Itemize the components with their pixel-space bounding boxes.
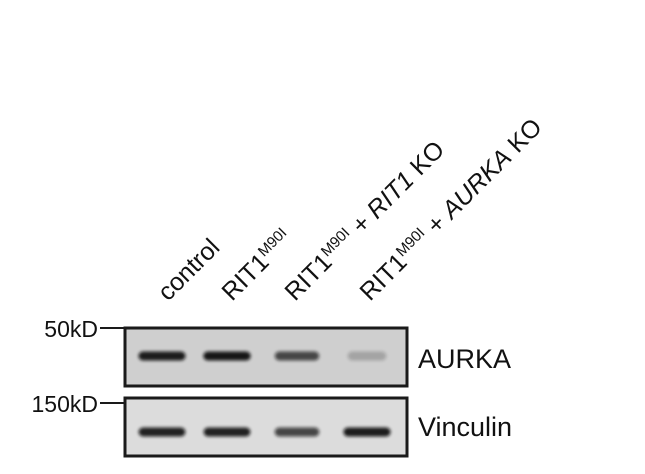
band-vinculin-lane-2 [203, 427, 251, 437]
band-group [138, 427, 391, 437]
band-aurka-lane-4 [347, 351, 387, 361]
band-aurka-lane-2 [203, 351, 251, 361]
band-vinculin-lane-4 [343, 427, 391, 437]
blot-vinculin: 150kD Vinculin [32, 391, 512, 458]
band-aurka-lane-3 [274, 351, 320, 361]
band-group [138, 351, 387, 361]
protein-label: AURKA [418, 344, 511, 374]
band-aurka-lane-1 [138, 351, 186, 361]
blot-membrane [123, 396, 409, 458]
protein-label: Vinculin [418, 412, 512, 442]
lane-labels: control RIT1M90I RIT1M90I + RIT1 KO RIT1… [152, 113, 547, 306]
lane-label-control: control [152, 233, 225, 306]
band-vinculin-lane-3 [274, 427, 320, 437]
marker-label: 50kD [44, 316, 98, 342]
blot-aurka: 50kD AURKA [44, 316, 511, 388]
marker-label: 150kD [32, 391, 98, 417]
band-vinculin-lane-1 [138, 427, 186, 437]
